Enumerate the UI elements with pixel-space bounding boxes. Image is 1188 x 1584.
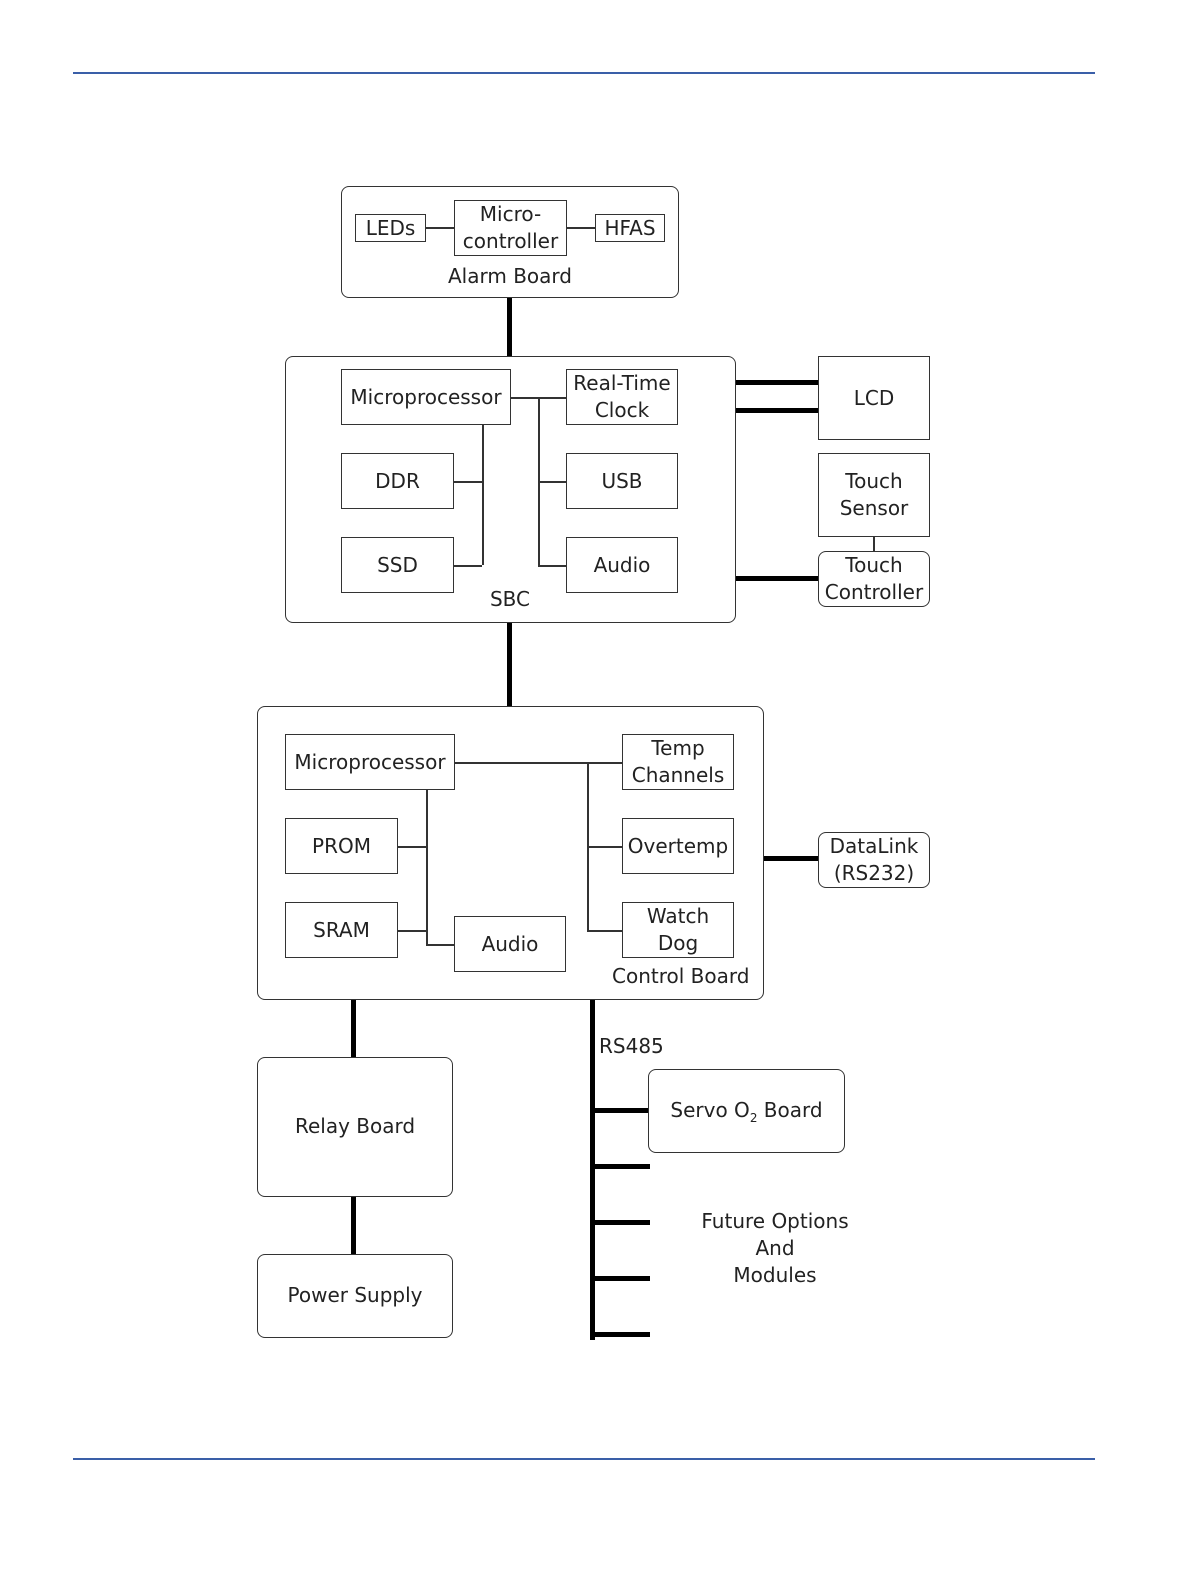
prom-connector [398, 846, 426, 848]
sbc-label: SBC [470, 586, 550, 613]
real-time-clock-block: Real-Time Clock [566, 369, 678, 425]
datalink-block: DataLink (RS232) [818, 832, 930, 888]
ddr-connector [454, 481, 482, 483]
control-board-label: Control Board [612, 963, 762, 990]
sbc-audio-block: Audio [566, 537, 678, 593]
watch-dog-block: Watch Dog [622, 902, 734, 958]
rs485-future-tap-1 [590, 1164, 650, 1169]
control-audio-block: Audio [454, 916, 566, 972]
top-rule [73, 72, 1095, 74]
touch-sensor-controller-connector [873, 537, 875, 551]
overtemp-connector [587, 846, 622, 848]
sbc-lcd-link-1 [736, 380, 818, 385]
rs485-future-tap-2 [590, 1220, 650, 1225]
relay-board-label: Relay Board [257, 1113, 453, 1140]
ssd-connector [454, 565, 482, 567]
sbc-microprocessor-block: Microprocessor [341, 369, 511, 425]
rs485-servo-tap [590, 1108, 648, 1113]
watch-dog-connector [587, 930, 622, 932]
alarm-board-label: Alarm Board [430, 263, 590, 290]
temp-channels-block: Temp Channels [622, 734, 734, 790]
hfas-connector [567, 227, 595, 229]
power-supply-label: Power Supply [257, 1282, 453, 1309]
rs485-bus [590, 1000, 595, 1340]
rs485-future-tap-4 [590, 1332, 650, 1337]
sram-block: SRAM [285, 902, 398, 958]
sbc-audio-connector [538, 565, 566, 567]
alarm-sbc-link [507, 298, 512, 356]
control-micro-temp-connector [455, 762, 622, 764]
rs485-label: RS485 [599, 1033, 679, 1060]
prom-block: PROM [285, 818, 398, 874]
ddr-block: DDR [341, 453, 454, 509]
touch-sensor-block: Touch Sensor [818, 453, 930, 537]
control-audio-connector [426, 944, 454, 946]
bottom-rule [73, 1458, 1095, 1460]
sbc-touch-controller-link [736, 576, 818, 581]
sbc-control-link [507, 623, 512, 706]
touch-controller-block: Touch Controller [818, 551, 930, 607]
future-options-label: Future Options And Modules [680, 1208, 870, 1289]
hfas-block: HFAS [595, 214, 665, 242]
usb-block: USB [566, 453, 678, 509]
usb-connector [538, 481, 566, 483]
sbc-bus-left [482, 425, 484, 565]
lcd-block: LCD [818, 356, 930, 440]
microcontroller-block: Micro- controller [454, 200, 567, 256]
rs485-future-tap-3 [590, 1276, 650, 1281]
servo-label-prefix: Servo O [670, 1098, 749, 1122]
sbc-lcd-link-2 [736, 408, 818, 413]
servo-label-suffix: Board [757, 1098, 822, 1122]
sram-connector [398, 930, 426, 932]
ssd-block: SSD [341, 537, 454, 593]
control-bus-left [426, 790, 428, 944]
control-microprocessor-block: Microprocessor [285, 734, 455, 790]
control-datalink-link [764, 856, 818, 861]
overtemp-block: Overtemp [622, 818, 734, 874]
relay-power-link [351, 1197, 356, 1254]
servo-o2-board-label: Servo O2 Board [648, 1097, 845, 1132]
leds-block: LEDs [355, 214, 426, 242]
leds-connector [426, 227, 454, 229]
control-relay-link [351, 1000, 356, 1057]
